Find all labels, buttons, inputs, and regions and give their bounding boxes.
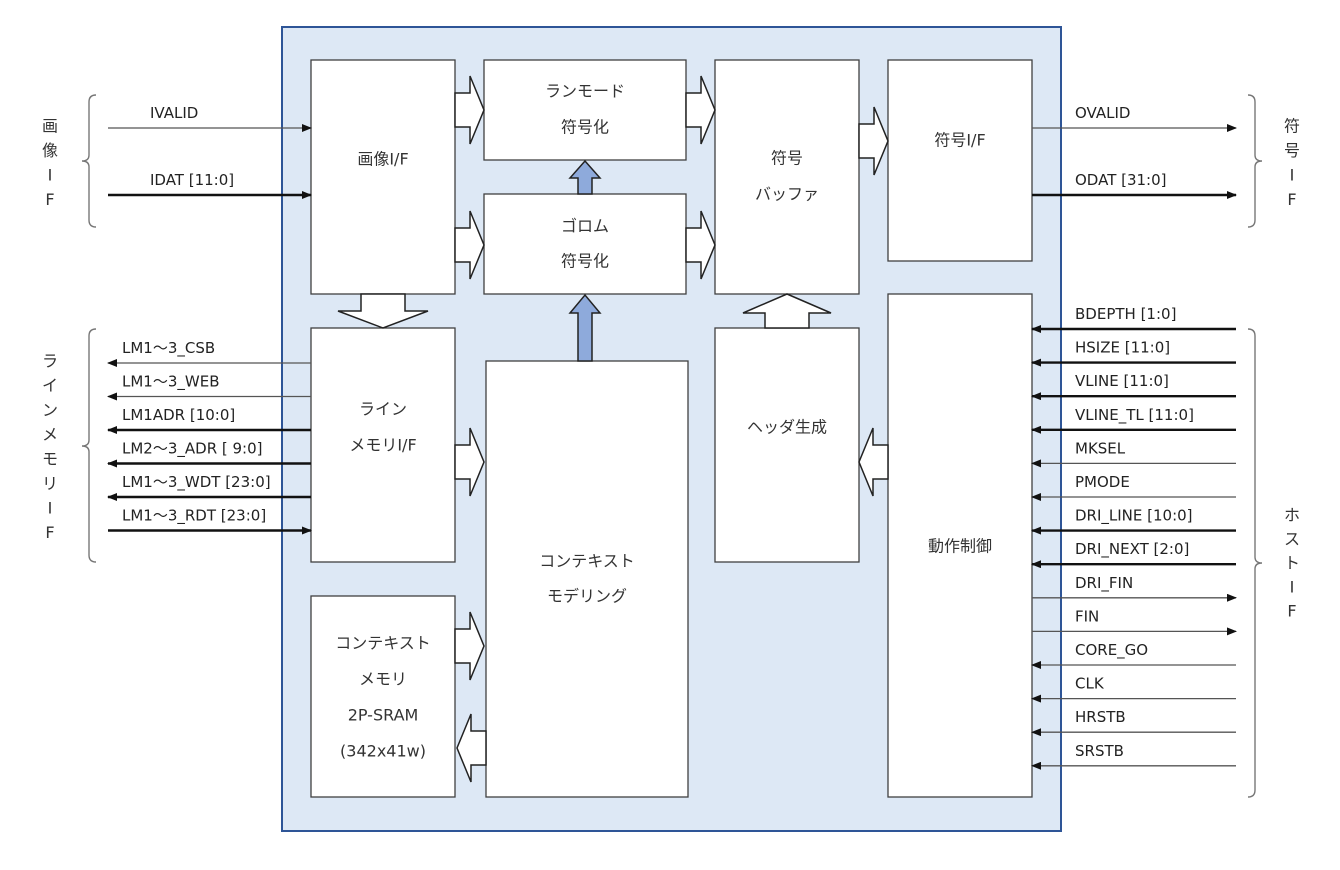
block-label: 符号I/F	[934, 131, 985, 150]
signal-label: LM1ADR [10:0]	[122, 406, 235, 424]
group-label-char: 像	[42, 141, 58, 160]
signal-label: LM1～3_WDT [23:0]	[122, 473, 271, 492]
group-label-char: ン	[42, 401, 58, 420]
group-label-char: ト	[1284, 554, 1300, 573]
signal-label: VLINE [11:0]	[1075, 372, 1169, 390]
buffer-to-code-if-arrow	[858, 106, 889, 176]
signal-label: LM2～3_ADR [ 9:0]	[122, 440, 263, 459]
group-label-char: 画	[42, 117, 58, 136]
block-label: コンテキスト	[539, 552, 635, 571]
block-label: 符号化	[561, 118, 609, 137]
block-label: 符号化	[561, 252, 609, 271]
group-label-char: リ	[42, 474, 58, 493]
block-label: ゴロム	[561, 217, 609, 236]
block-label: 符号	[771, 149, 803, 168]
block-image-if: 画像I/F	[310, 59, 456, 295]
signal-label: DRI_LINE [10:0]	[1075, 507, 1193, 526]
block-operation-control: 動作制御	[887, 293, 1033, 798]
line-mem-if-brace	[81, 328, 97, 563]
image-if-to-runmode-arrow	[454, 75, 485, 145]
control-to-header-arrow	[858, 427, 889, 497]
signal-label: FIN	[1075, 607, 1099, 625]
golomb-to-buffer-arrow	[685, 210, 716, 280]
block-line-memory-if: ライン メモリI/F	[310, 327, 456, 563]
block-label: メモリI/F	[349, 436, 416, 455]
block-runmode-coding: ランモード 符号化	[483, 59, 687, 161]
block-context-modeling: コンテキスト モデリング	[485, 360, 689, 798]
header-to-buffer-arrow	[742, 293, 832, 329]
block-label: 画像I/F	[357, 150, 408, 169]
group-label-char: 号	[1284, 141, 1300, 160]
block-label: 2P-SRAM	[348, 706, 419, 725]
golomb-to-runmode-arrow	[568, 159, 602, 195]
signal-label: SRSTB	[1075, 742, 1124, 760]
block-label: モデリング	[547, 587, 627, 606]
signal-label: BDEPTH [1:0]	[1075, 305, 1176, 323]
signal-label: LM1～3_CSB	[122, 339, 215, 358]
signal-label: LM1～3_RDT [23:0]	[122, 507, 266, 526]
signal-label: CLK	[1075, 675, 1105, 693]
modeling-to-context-mem-arrow	[456, 713, 487, 783]
group-label-char: I	[1290, 166, 1295, 185]
block-label: バッファ	[755, 185, 819, 204]
signal-label: MKSEL	[1075, 439, 1126, 457]
block-label: ランモード	[545, 82, 625, 101]
block-code-if: 符号I/F	[887, 59, 1033, 262]
group-label-char: ホ	[1284, 506, 1300, 525]
block-context-memory: コンテキスト メモリ 2P-SRAM (342x41w)	[310, 595, 456, 798]
signal-label: HRSTB	[1075, 708, 1126, 726]
signal-label: IDAT [11:0]	[150, 171, 234, 189]
context-mem-to-modeling-arrow	[454, 611, 485, 681]
block-label: (342x41w)	[340, 742, 426, 761]
group-label-char: I	[48, 499, 53, 518]
signal-lines: IVALID IDAT [11:0] LM1～3_CSB LM1～3_WEB LM1AD…	[107, 104, 1237, 770]
signal-label: DRI_NEXT [2:0]	[1075, 540, 1189, 559]
image-if-to-line-mem-arrow	[337, 293, 429, 329]
block-label: メモリ	[359, 670, 407, 689]
group-label-char: ラ	[42, 352, 58, 371]
group-label-char: メ	[42, 425, 58, 444]
image-if-to-golomb-arrow	[454, 210, 485, 280]
signal-label: ODAT [31:0]	[1075, 171, 1167, 189]
block-golomb-coding: ゴロム 符号化	[483, 193, 687, 295]
group-label-char: 符	[1284, 117, 1300, 136]
signal-label: OVALID	[1075, 104, 1130, 122]
code-if-brace	[1247, 94, 1263, 228]
signal-label: CORE_GO	[1075, 641, 1148, 660]
group-label-char: F	[45, 190, 54, 209]
runmode-to-buffer-arrow	[685, 75, 716, 145]
group-label-char: イ	[42, 376, 58, 395]
block-header-generation: ヘッダ生成	[714, 327, 860, 563]
group-label-char: F	[1287, 190, 1296, 209]
block-code-buffer: 符号 バッファ	[714, 59, 860, 295]
line-mem-to-modeling-arrow	[454, 427, 485, 497]
modeling-to-golomb-arrow	[568, 293, 602, 362]
group-label-char: I	[48, 166, 53, 185]
signal-label: IVALID	[150, 104, 198, 122]
host-if-brace	[1247, 328, 1263, 798]
block-label: ライン	[359, 400, 407, 419]
group-label-char: I	[1290, 578, 1295, 597]
group-label-char: F	[45, 523, 54, 542]
signal-label: LM1～3_WEB	[122, 373, 220, 392]
signal-label: DRI_FIN	[1075, 574, 1133, 593]
block-label: ヘッダ生成	[747, 418, 827, 437]
signal-label: VLINE_TL [11:0]	[1075, 406, 1194, 425]
group-label-char: ス	[1284, 530, 1300, 549]
signal-label: HSIZE [11:0]	[1075, 339, 1170, 357]
image-if-brace	[81, 94, 97, 228]
signal-label: PMODE	[1075, 473, 1130, 491]
group-label-char: モ	[42, 450, 58, 469]
block-label: コンテキスト	[335, 634, 431, 653]
block-label: 動作制御	[928, 537, 992, 556]
group-label-char: F	[1287, 602, 1296, 621]
